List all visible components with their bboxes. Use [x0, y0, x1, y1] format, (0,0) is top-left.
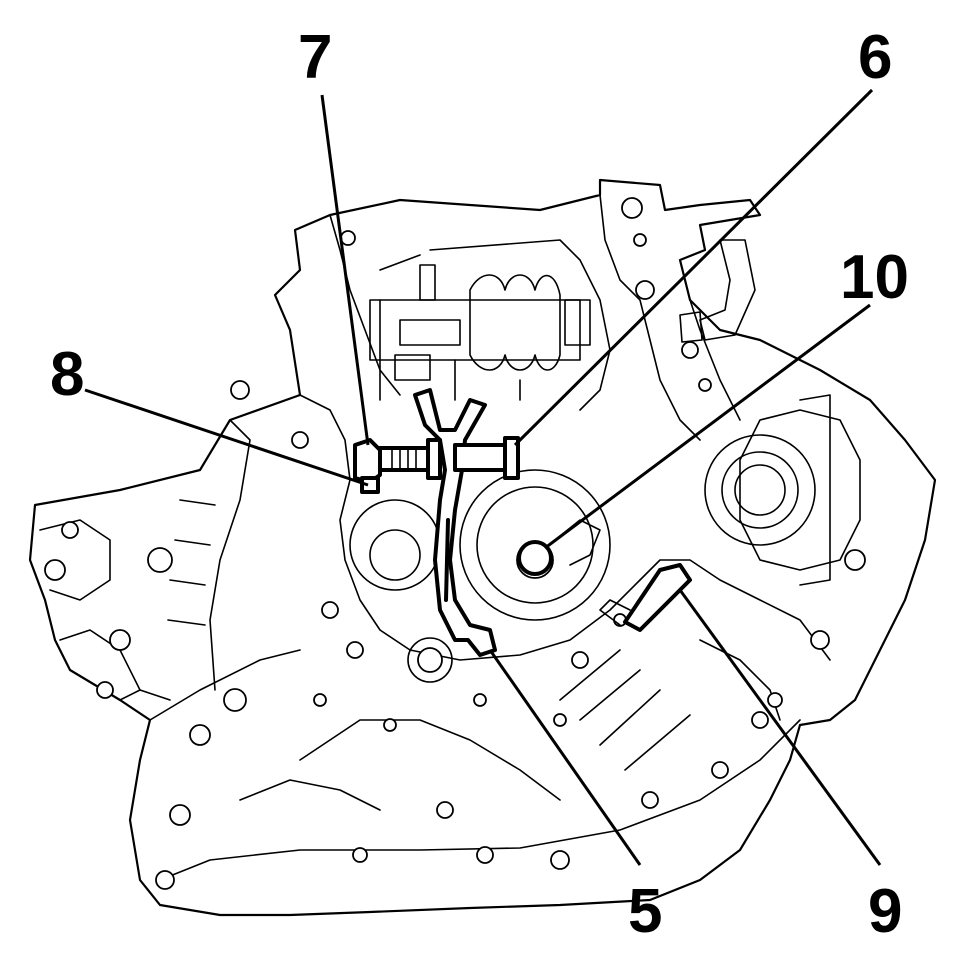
callout-9: 9: [868, 877, 902, 946]
fork-bolt: [353, 438, 442, 484]
leader-8: [84, 388, 369, 487]
leader-9: [678, 589, 882, 866]
shift-mechanism: [369, 264, 591, 401]
leader-5: [488, 649, 642, 866]
clip-bracket: [599, 563, 692, 632]
breather-pipe: [679, 239, 756, 343]
leader-6: [513, 88, 874, 447]
leader-10: [544, 303, 871, 550]
callout-5: 5: [628, 877, 662, 946]
callout-labels: 7 6 10 8 5 9: [50, 23, 909, 946]
bolt-holes: [44, 197, 866, 890]
gearbox-housing: [28, 178, 937, 917]
leader-7: [320, 94, 370, 446]
callout-7: 7: [298, 23, 332, 92]
callout-10: 10: [840, 243, 909, 312]
callout-8: 8: [50, 340, 84, 409]
callout-6: 6: [858, 23, 892, 92]
locating-pin: [360, 476, 380, 494]
leader-lines: [84, 88, 882, 866]
fork-shaft-bushing: [453, 436, 520, 480]
